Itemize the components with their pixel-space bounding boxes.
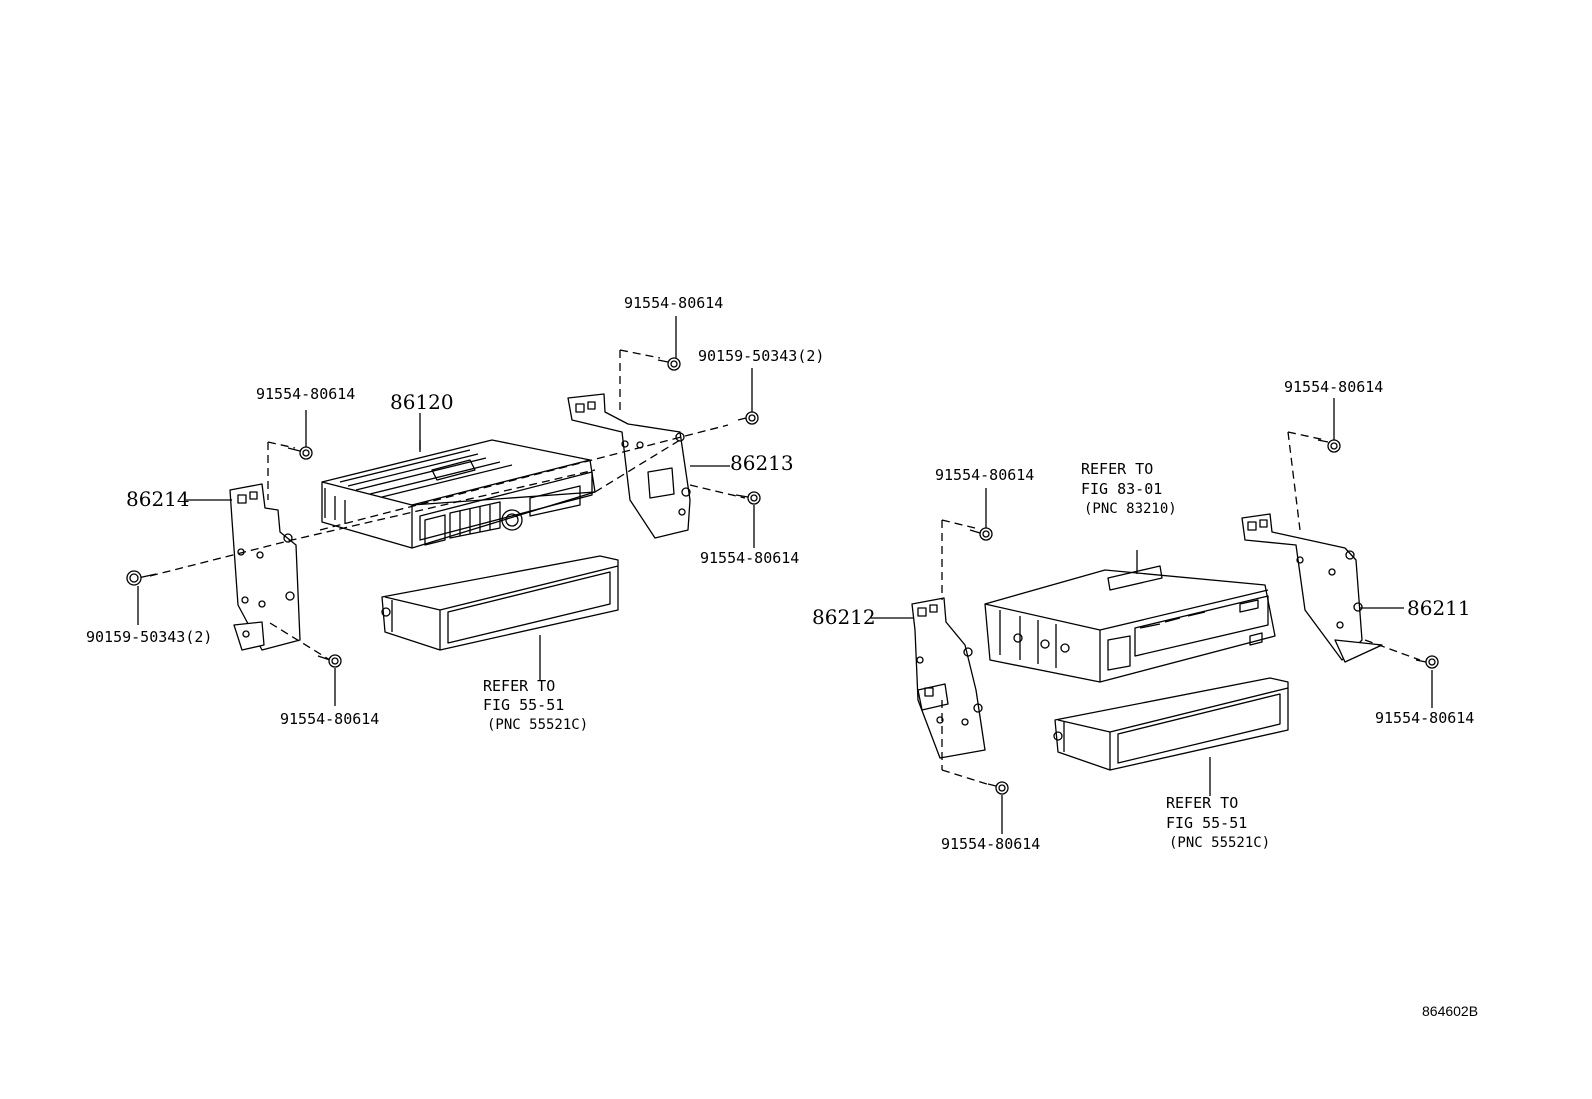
refer-mid-line3: (PNC 83210) [1084,501,1177,517]
leaders-right [870,398,1433,834]
refer-left-line3: (PNC 55521C) [487,717,589,733]
screw-left-top [287,446,313,460]
assembly-lines-right [941,431,1421,786]
pocket-left [381,555,619,672]
screw-mid-right [735,491,761,505]
refer-right-line1: REFER TO [1166,794,1239,812]
label-screw-left-top: 91554-80614 [256,385,356,403]
figure-code: 864602B [1422,1003,1479,1019]
unit-right [984,550,1276,683]
label-bolt-mid: 90159-50343(2) [698,347,825,365]
screw-mid-top [657,357,681,371]
assembly-lines-left [149,349,746,661]
label-part-86214: 86214 [126,487,190,511]
label-screw-r2-top: 91554-80614 [1284,378,1384,396]
label-part-86212: 86212 [812,605,876,629]
refer-mid-line2: FIG 83-01 [1081,480,1163,498]
bracket-86211 [1241,513,1383,663]
label-screw-r1-bottom: 91554-80614 [941,835,1041,853]
bracket-86214 [229,483,301,651]
screw-r1-bottom [987,781,1009,795]
bracket-86212 [911,597,986,759]
label-part-86211: 86211 [1407,596,1471,620]
refer-mid-line1: REFER TO [1081,460,1154,478]
label-screw-r1-top: 91554-80614 [935,466,1035,484]
screw-left-bottom [317,654,342,668]
refer-right-line3: (PNC 55521C) [1169,835,1271,851]
pocket-right [1053,677,1289,795]
bolt-mid [737,411,759,425]
screw-r2-bottom [1415,655,1439,669]
refer-left-line2: FIG 55-51 [483,696,565,714]
screw-r1-top [969,527,993,541]
label-screw-mid-top: 91554-80614 [624,294,724,312]
refer-right-line2: FIG 55-51 [1166,814,1248,832]
label-screw-r2-bottom: 91554-80614 [1375,709,1475,727]
label-screw-mid-right: 91554-80614 [700,549,800,567]
leaders-left [137,316,755,706]
label-bolt-left: 90159-50343(2) [86,628,213,646]
bolt-left [126,570,157,586]
label-part-86120: 86120 [390,390,454,414]
label-screw-left-bottom: 91554-80614 [280,710,380,728]
label-part-86213: 86213 [730,451,794,475]
refer-left-line1: REFER TO [483,677,556,695]
screw-r2-top [1317,439,1341,453]
